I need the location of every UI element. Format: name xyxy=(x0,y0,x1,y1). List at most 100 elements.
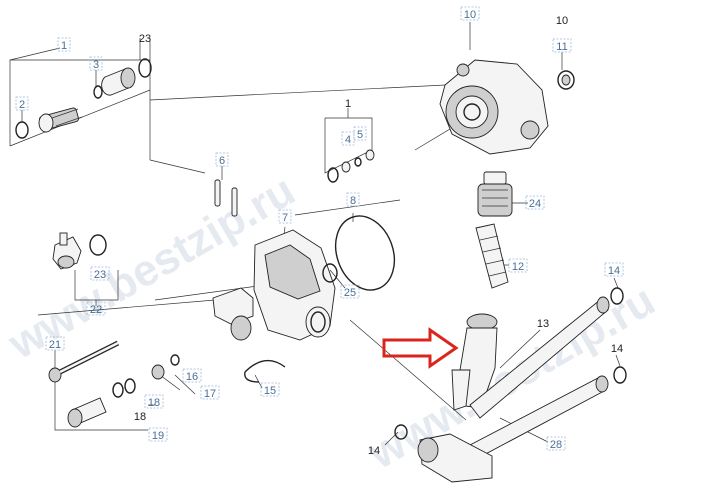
part-label-l11: 11 xyxy=(552,38,572,53)
watermark-layer: www.bestzip.ru www.bestzip.ru xyxy=(0,166,663,479)
valve-kit-part xyxy=(327,149,375,183)
long-bolt-part xyxy=(48,340,120,383)
part-number: 11 xyxy=(556,41,567,53)
part-number: 14 xyxy=(608,265,620,277)
label-box xyxy=(57,37,71,52)
small-plug-part xyxy=(151,354,180,380)
elbow-fitting-part xyxy=(52,232,107,270)
part-label-l28: 28 xyxy=(546,436,566,451)
part-label-l1b: 1 xyxy=(345,98,351,110)
part-number: 24 xyxy=(529,198,541,210)
valve-insert-part xyxy=(15,107,83,139)
label-box xyxy=(552,38,572,53)
label-box xyxy=(144,394,164,409)
label-box xyxy=(182,368,202,383)
part-number: 1 xyxy=(61,40,67,52)
part-number: 28 xyxy=(550,439,562,451)
part-number: 7 xyxy=(282,212,288,224)
part-label-l10b: 10 xyxy=(556,15,568,27)
label-box xyxy=(15,96,29,111)
part-label-l6: 6 xyxy=(215,152,229,167)
label-box xyxy=(508,258,528,273)
label-box xyxy=(353,126,367,141)
outlet-connector-part xyxy=(394,424,493,483)
part-label-l3: 3 xyxy=(89,56,103,71)
part-label-l16: 16 xyxy=(182,368,202,383)
part-label-l21: 21 xyxy=(45,336,65,351)
part-number: 16 xyxy=(186,371,198,383)
part-label-l10a: 10 xyxy=(460,6,480,21)
part-label-l4: 4 xyxy=(341,131,355,146)
part-number: 22 xyxy=(90,304,102,316)
part-label-l12: 12 xyxy=(508,258,528,273)
part-label-l13: 13 xyxy=(537,318,549,330)
label-box xyxy=(460,6,480,21)
label-box xyxy=(200,385,220,400)
label-box xyxy=(45,336,65,351)
part-label-l22: 22 xyxy=(86,301,106,316)
retaining-clip-part xyxy=(244,359,286,383)
housing-seal-ring-part xyxy=(334,215,396,291)
hose-13-part xyxy=(469,287,624,419)
part-number: 5 xyxy=(357,129,363,141)
part-label-l18b: 18 xyxy=(134,411,146,423)
label-box xyxy=(346,192,360,207)
part-label-l14c: 14 xyxy=(368,445,380,457)
part-number: 1 xyxy=(345,98,351,110)
label-box xyxy=(525,195,545,210)
part-number: 8 xyxy=(350,195,356,207)
part-label-l1a: 1 xyxy=(57,37,71,52)
part-number: 3 xyxy=(93,59,99,71)
part-label-l14a: 14 xyxy=(604,262,624,277)
part-label-l23b: 23 xyxy=(90,266,110,281)
pin-part xyxy=(214,179,238,217)
part-label-l17: 17 xyxy=(200,385,220,400)
pump-head-housing-part xyxy=(212,229,338,341)
part-number: 23 xyxy=(94,269,106,281)
part-label-l18a: 18 xyxy=(144,394,164,409)
part-number: 10 xyxy=(464,9,476,21)
part-number: 14 xyxy=(368,445,380,457)
label-box xyxy=(546,436,566,451)
part-number: 4 xyxy=(345,134,351,146)
part-number: 15 xyxy=(264,385,276,397)
leader-lines xyxy=(9,22,621,446)
part-label-l24: 24 xyxy=(525,195,545,210)
part-label-l14b: 14 xyxy=(611,343,623,355)
part-number: 19 xyxy=(152,430,164,442)
label-box xyxy=(260,382,280,397)
label-box xyxy=(90,266,110,281)
label-box xyxy=(278,209,292,224)
part-label-l8: 8 xyxy=(346,192,360,207)
label-box xyxy=(148,427,168,442)
part-label-l23a: 23 xyxy=(139,33,151,45)
part-number: 10 xyxy=(556,15,568,27)
part-label-l2: 2 xyxy=(15,96,29,111)
part-label-l19: 19 xyxy=(148,427,168,442)
label-box xyxy=(604,262,624,277)
part-number: 14 xyxy=(611,343,623,355)
label-box xyxy=(86,301,106,316)
inlet-filter-part xyxy=(475,223,509,289)
part-number: 25 xyxy=(344,287,356,299)
label-box xyxy=(89,56,103,71)
part-number: 18 xyxy=(148,397,160,409)
part-number: 12 xyxy=(512,261,524,273)
part-label-l5: 5 xyxy=(353,126,367,141)
label-box xyxy=(215,152,229,167)
part-number: 23 xyxy=(139,33,151,45)
part-number: 6 xyxy=(219,155,225,167)
part-label-l15: 15 xyxy=(260,382,280,397)
parts-layer xyxy=(15,58,627,483)
part-label-l25: 25 xyxy=(340,284,360,299)
part-number: 2 xyxy=(19,99,25,111)
part-number: 18 xyxy=(134,411,146,423)
outlet-plug-part xyxy=(67,378,136,428)
check-valve-part xyxy=(93,58,152,99)
part-number: 21 xyxy=(49,339,61,351)
part-number: 17 xyxy=(204,388,216,400)
label-box xyxy=(340,284,360,299)
part-number: 13 xyxy=(537,318,549,330)
